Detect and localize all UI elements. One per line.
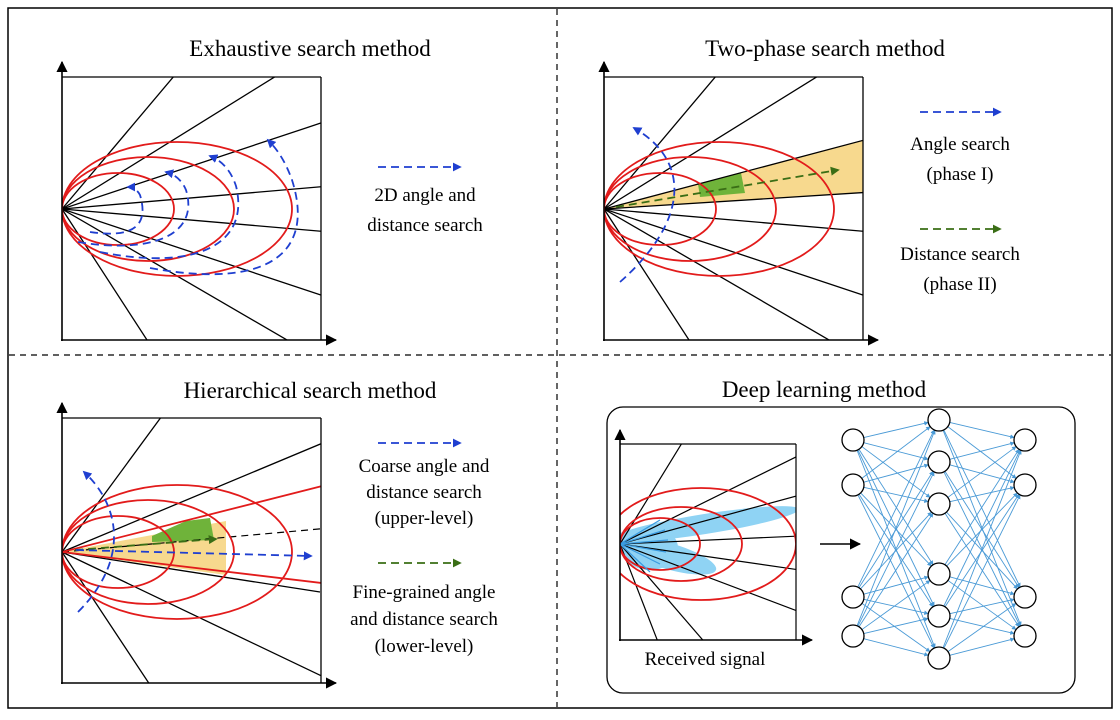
network-edge	[947, 602, 1017, 653]
legend-label-fine-line1: Fine-grained angle	[353, 582, 496, 603]
network-edge	[863, 638, 929, 657]
legend-label-coarse-line2: distance search	[366, 482, 482, 503]
network-edge	[858, 470, 934, 588]
hidden-neuron	[927, 646, 951, 670]
input-neuron	[841, 624, 865, 648]
network-edge	[946, 492, 1018, 567]
network-edge	[860, 511, 932, 590]
legend-label-distance-line2: (phase II)	[923, 274, 996, 295]
network-edge	[949, 486, 1015, 503]
legend-label-2d-search-line2: distance search	[367, 215, 483, 236]
network-edge	[863, 421, 929, 438]
legend-label-coarse-line3: (upper-level)	[375, 508, 474, 529]
legend-label-fine-line2: and distance search	[350, 609, 498, 630]
neural-network-nodes	[841, 408, 1037, 670]
network-edge	[857, 471, 935, 627]
network-edge	[858, 449, 934, 566]
output-neuron	[1013, 428, 1037, 452]
network-edge	[857, 494, 935, 649]
plot-area-received-signal	[620, 444, 796, 640]
deep-learning-box	[606, 406, 1076, 694]
received-signal-label: Received signal	[645, 649, 766, 670]
panel-hierarchical: Hierarchical search method	[56, 378, 498, 689]
input-neuron	[841, 473, 865, 497]
network-edge	[856, 429, 936, 626]
panel-title-deep-learning: Deep learning method	[722, 377, 927, 402]
network-edge	[949, 637, 1015, 656]
panel-deep-learning: Deep learning method	[606, 377, 1076, 694]
hidden-neuron	[927, 562, 951, 586]
network-edge	[949, 576, 1015, 596]
legend-label-coarse-line1: Coarse angle and	[359, 456, 490, 477]
network-edge	[863, 598, 929, 615]
panel-title-exhaustive: Exhaustive search method	[189, 36, 431, 61]
plot-area-hierarchical	[62, 418, 321, 683]
neural-network-edges	[856, 421, 1022, 657]
network-edge	[947, 580, 1017, 630]
legend-label-distance-line1: Distance search	[900, 244, 1020, 265]
hidden-neuron	[927, 450, 951, 474]
network-edge	[947, 426, 1017, 479]
network-edge	[949, 618, 1015, 635]
plot-area-exhaustive	[62, 77, 321, 340]
network-edge	[944, 448, 1020, 565]
legend-label-fine-line3: (lower-level)	[375, 636, 474, 657]
network-edge	[949, 598, 1015, 615]
network-edge	[949, 464, 1015, 484]
network-edge	[863, 442, 929, 461]
panel-exhaustive: Exhaustive search method	[56, 36, 483, 346]
network-edge	[861, 580, 931, 630]
plot-area-two-phase	[604, 77, 863, 340]
network-edge	[943, 449, 1021, 607]
panel-title-two-phase: Two-phase search method	[705, 36, 945, 61]
network-edge	[863, 463, 929, 483]
network-edge	[863, 486, 929, 503]
output-neuron	[1013, 473, 1037, 497]
panel-two-phase: Two-phase search method	[598, 36, 1020, 346]
network-edge	[863, 617, 929, 634]
input-neuron	[841, 585, 865, 609]
network-edge	[943, 494, 1021, 649]
input-neuron	[841, 428, 865, 452]
network-edge	[857, 429, 935, 588]
network-edge	[944, 493, 1020, 608]
legend-label-angle-line1: Angle search	[910, 134, 1010, 155]
network-edge	[943, 429, 1021, 588]
panel-title-hierarchical: Hierarchical search method	[184, 378, 437, 403]
network-edge	[947, 446, 1017, 498]
network-edge	[942, 449, 1022, 648]
hidden-neuron	[927, 408, 951, 432]
hidden-neuron	[927, 604, 951, 628]
figure-frame	[7, 7, 1113, 709]
network-edge	[863, 575, 929, 595]
network-edge	[861, 602, 931, 653]
output-neuron	[1013, 585, 1037, 609]
legend-label-angle-line2: (phase I)	[927, 164, 994, 185]
legend-label-2d-search-line1: 2D angle and	[374, 185, 476, 206]
network-edge	[944, 512, 1020, 628]
distance-cell-fill	[698, 173, 745, 197]
network-edge	[861, 446, 931, 498]
hidden-neuron	[927, 492, 951, 516]
network-edge	[949, 441, 1015, 460]
output-neuron	[1013, 624, 1037, 648]
network-edge	[858, 512, 934, 628]
network-edge	[861, 426, 931, 479]
network-edge	[949, 422, 1015, 439]
